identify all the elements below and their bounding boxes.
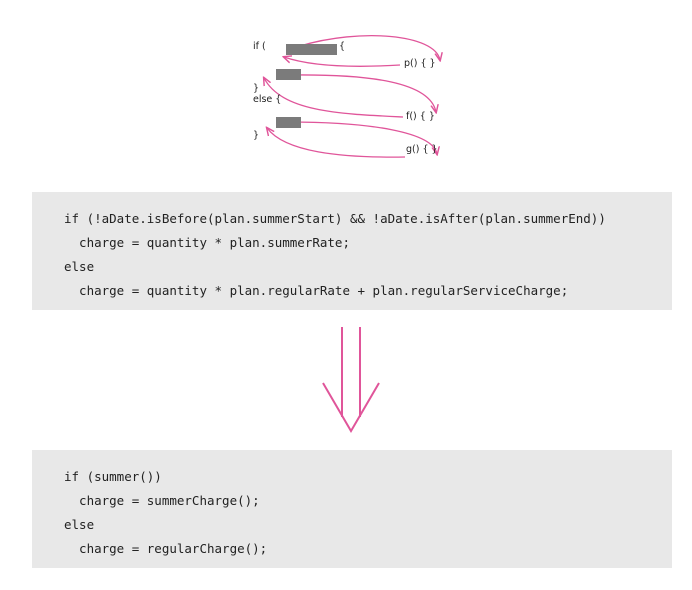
code-line: else (64, 517, 95, 532)
extract-function-sketch: if ( { p() { } } else { f() { } } g() { … (240, 30, 470, 165)
code-line: charge = regularCharge(); (64, 541, 268, 556)
code-line: else (64, 259, 95, 274)
arrow-condition-to-p (299, 35, 440, 60)
sketch-g-function: g() { } (406, 144, 438, 155)
arrow-else-to-g (287, 121, 437, 154)
arrow-f-back (264, 78, 404, 118)
arrow-g-back (267, 128, 406, 158)
code-line: if (summer()) (64, 469, 162, 484)
sketch-arrows (240, 35, 470, 158)
sketch-else-label: else { (253, 94, 282, 105)
before-code-panel: if (!aDate.isBefore(plan.summerStart) &&… (32, 192, 672, 310)
sketch-if-label: if ( (253, 41, 266, 52)
condition-block (286, 44, 337, 55)
sketch-p-function: p() { } (404, 58, 436, 69)
after-code-panel: if (summer()) charge = summerCharge(); e… (32, 450, 672, 568)
sketch-close-brace-1: } (253, 83, 260, 94)
double-down-arrow-icon (322, 327, 380, 433)
else-block (276, 117, 301, 128)
code-line: charge = summerCharge(); (64, 493, 260, 508)
code-line: charge = quantity * plan.summerRate; (64, 235, 350, 250)
sketch-close-brace-2: } (253, 130, 260, 141)
sketch-f-function: f() { } (406, 111, 435, 122)
code-line: if (!aDate.isBefore(plan.summerStart) &&… (64, 211, 606, 226)
sketch-brace-open: { (339, 41, 346, 52)
arrow-p-back (284, 57, 401, 67)
arrow-then-to-f (289, 74, 436, 112)
code-line: charge = quantity * plan.regularRate + p… (64, 283, 569, 298)
then-block (276, 69, 301, 80)
